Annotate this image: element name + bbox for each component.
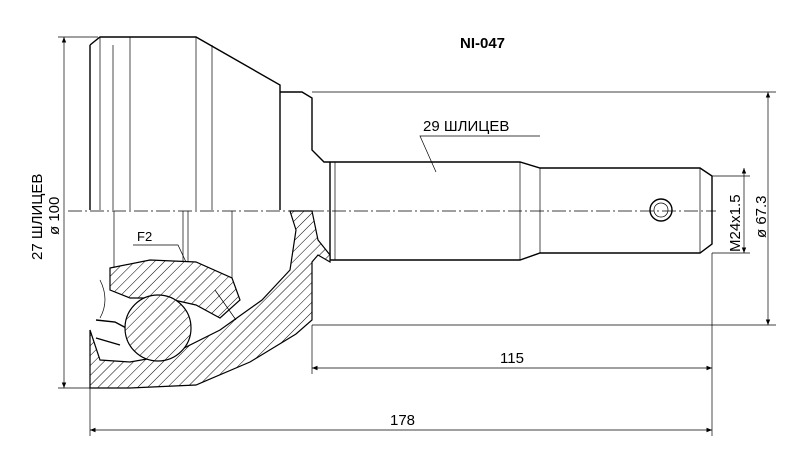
outer-diameter-label: ø 100 [46,197,63,235]
shaft-length-label: 115 [500,350,524,367]
inner-splines-callout: 29 ШЛИЦЕВ [419,118,540,173]
outer-splines-label: 27 ШЛИЦЕВ [29,174,46,260]
thread-dimension: M24x1.5 [712,168,750,254]
overall-length-dimension: 178 [89,388,712,436]
f2-callout: F2 [133,229,187,263]
shaft-diameter-dimension: ø 67.3 [312,91,776,326]
outer-diameter-dimension: 27 ШЛИЦЕВ ø 100 [29,36,98,389]
thread-label: M24x1.5 [727,194,744,252]
shaft-length-dimension: 115 [311,253,713,436]
f2-label: F2 [137,229,152,244]
inner-splines-label: 29 ШЛИЦЕВ [423,118,509,135]
ball-bearing [124,294,192,362]
part-number-title: NI-047 [460,35,505,52]
joint-housing [89,36,330,210]
overall-length-label: 178 [390,412,415,429]
shaft-diameter-label: ø 67.3 [753,195,770,238]
section-view [89,210,331,389]
splined-shaft [329,161,713,261]
cotter-pin-hole [649,198,673,222]
